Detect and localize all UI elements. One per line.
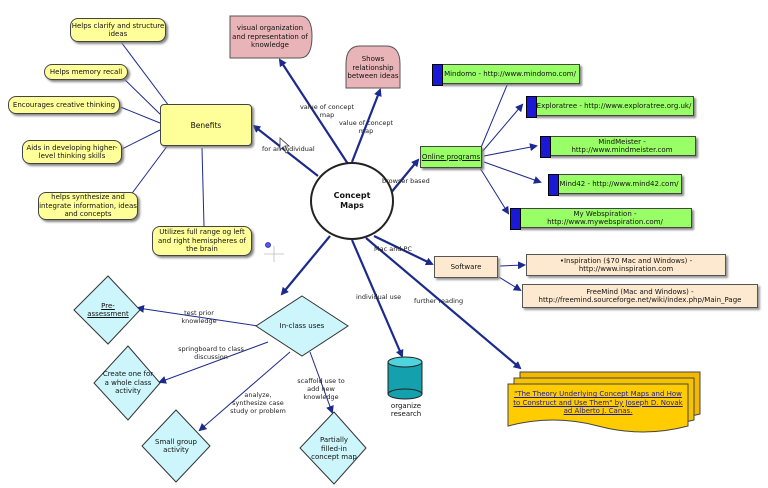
small-group-node: Small group activity xyxy=(155,437,197,454)
concept-maps-center: Concept Maps xyxy=(310,162,394,240)
benefit-synthesize: helps synthesize and integrate informati… xyxy=(38,192,138,220)
exploratree-label: Exploratree - http://www.exploratree.org… xyxy=(536,101,692,110)
webspiration-marker-icon xyxy=(510,208,521,230)
inclass-diamond-shape xyxy=(255,295,349,357)
inclass-uses-node: In-class uses xyxy=(279,321,325,330)
label-value2: value of concept map xyxy=(338,119,394,135)
small-group-shape xyxy=(141,409,211,483)
benefits-node: Benefits xyxy=(160,104,252,146)
relationship-shape xyxy=(345,45,401,89)
edge-online-webspiration xyxy=(479,167,510,215)
label-for-individual: for an individual xyxy=(262,145,315,153)
label-browser: browser based xyxy=(382,177,430,185)
mind42-marker-icon xyxy=(548,174,559,196)
edge-center-reading xyxy=(365,237,522,370)
mind42-label: Mind42 - http://www.mind42.com/ xyxy=(559,179,679,188)
organize-research-node: organize research xyxy=(390,401,422,418)
edge-online-exploratree xyxy=(481,103,524,153)
edge-benefits-hemi xyxy=(201,147,205,227)
online-exploratree[interactable]: Exploratree - http://www.exploratree.org… xyxy=(534,96,694,116)
edge-benefits-clarify xyxy=(117,37,173,111)
edge-center-software xyxy=(373,235,434,265)
edge-benefits-creative xyxy=(117,105,161,124)
edge-inclass-whole xyxy=(158,341,269,384)
label-analyze: analyze, synthesize case study or proble… xyxy=(230,391,286,415)
mindmeister-label: MindMeister - http://www.mindmeister.com xyxy=(571,137,673,154)
webspiration-label: My Webspiration - http://www.mywebspirat… xyxy=(547,209,663,226)
edge-inclass-partial xyxy=(309,351,334,414)
benefit-creative: Encourages creative thinking xyxy=(8,96,120,114)
visual-organization-node: visual organization and representation o… xyxy=(232,24,308,50)
edge-center-visual xyxy=(278,58,349,165)
visual-shape xyxy=(229,15,313,59)
online-programs-node: Online programs xyxy=(420,146,482,168)
whole-class-node: Create one for a whole class activity xyxy=(102,370,154,396)
edge-benefits-higher xyxy=(119,129,161,151)
online-programs-label: Online programs xyxy=(421,152,481,161)
edge-software-freemind xyxy=(493,273,522,292)
edge-software-inspiration xyxy=(499,261,526,270)
benefit-memory: Helps memory recall xyxy=(44,64,128,80)
software-inspiration[interactable]: •Inspiration ($70 Mac and Windows) - htt… xyxy=(526,254,726,276)
online-mindomo[interactable]: Mindomo - http://www.mindomo.com/ xyxy=(440,64,580,84)
label-further: further reading xyxy=(414,297,464,305)
online-mind42[interactable]: Mind42 - http://www.mind42.com/ xyxy=(556,174,682,194)
online-webspiration[interactable]: My Webspiration - http://www.mywebspirat… xyxy=(518,208,692,228)
edge-benefits-memory xyxy=(117,72,163,117)
edge-inclass-small xyxy=(198,351,291,432)
edge-online-mind42 xyxy=(483,161,542,184)
edge-center-inclass xyxy=(280,235,331,296)
reading-title: "The Theory Underlying Concept Maps and … xyxy=(513,390,683,416)
edge-benefits-synth xyxy=(129,144,169,197)
cursor-icon xyxy=(279,137,291,154)
pre-assessment-shape xyxy=(73,275,141,345)
label-macpc: Mac and PC xyxy=(374,245,412,253)
partial-shape xyxy=(299,411,367,485)
label-test-prior: test prior knowledge xyxy=(181,309,217,325)
partial-map-node: Partially filled-in concept map xyxy=(311,436,357,462)
edge-online-mindomo xyxy=(479,76,512,151)
whole-class-shape xyxy=(93,345,161,421)
software-node: Software xyxy=(434,256,498,278)
exploratree-marker-icon xyxy=(526,96,537,118)
pre-assessment-label: Pre-assessment xyxy=(87,301,129,318)
reading-document xyxy=(507,371,701,433)
label-value1: value of concept map xyxy=(299,103,355,119)
pre-assessment-node: Pre-assessment xyxy=(86,298,130,322)
mindmeister-marker-icon xyxy=(540,136,551,158)
benefit-higher: Aids in developing higher-level thinking… xyxy=(22,140,122,164)
edge-online-mindmeister xyxy=(483,143,538,157)
online-mindmeister[interactable]: MindMeister - http://www.mindmeister.com xyxy=(548,136,696,156)
benefit-hemispheres: Utilizes full range og left and right he… xyxy=(152,226,252,256)
shows-relationship-node: Shows relationship between ideas xyxy=(347,55,399,81)
further-reading-document[interactable]: "The Theory Underlying Concept Maps and … xyxy=(512,386,684,420)
edge-center-relationship xyxy=(350,88,382,163)
label-springboard: springboard to class discussion xyxy=(178,345,244,361)
mindomo-label: Mindomo - http://www.mindomo.com/ xyxy=(444,69,576,78)
edge-center-organize xyxy=(350,239,404,358)
label-individual-use: individual use xyxy=(356,293,402,301)
small-target-icon xyxy=(265,242,271,248)
software-freemind[interactable]: FreeMind (Mac and Windows) - http://free… xyxy=(522,284,758,308)
benefit-clarify: Helps clarify and structure ideas xyxy=(70,18,166,42)
organize-cylinder xyxy=(387,356,423,400)
mindomo-marker-icon xyxy=(432,64,443,86)
label-scaffold: scaffold use to add new knowledge xyxy=(297,377,345,401)
edge-inclass-pre xyxy=(136,304,259,327)
